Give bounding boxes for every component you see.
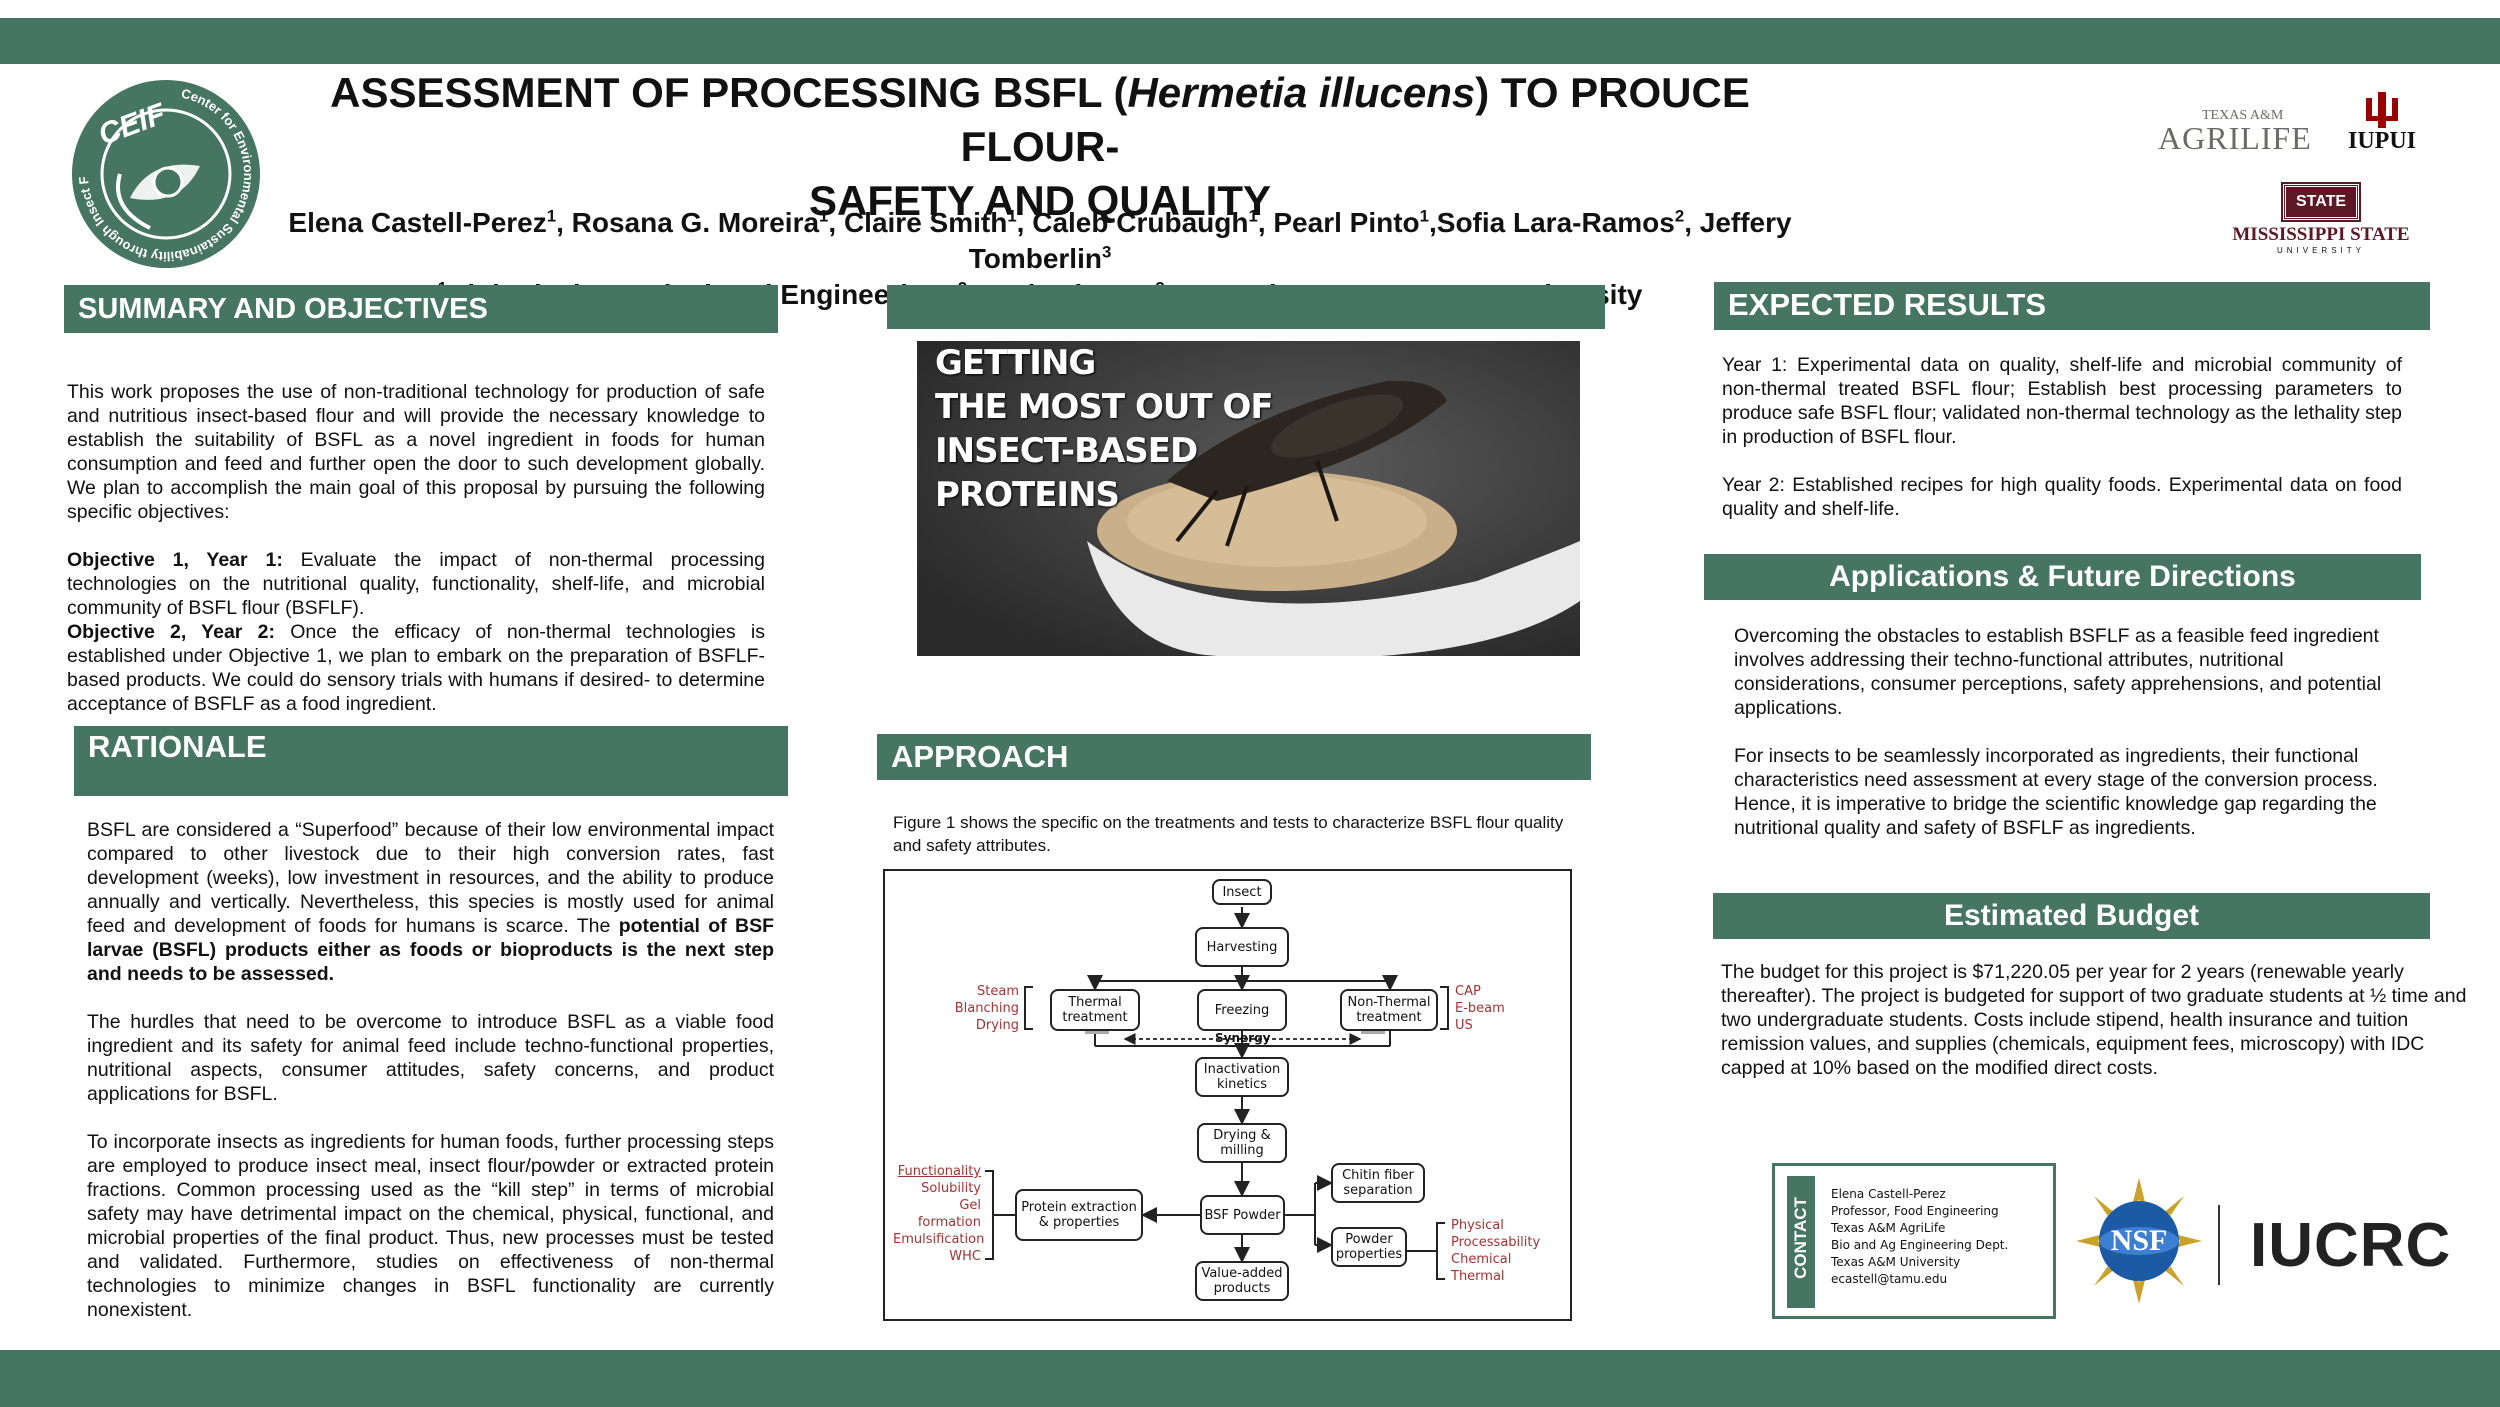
- banner-text: GETTING THE MOST OUT OF INSECT-BASED PRO…: [935, 343, 1274, 515]
- fc-inactivation: Inactivation kinetics: [1195, 1057, 1289, 1097]
- figure-caption: Figure 1 shows the specific on the treat…: [893, 813, 1564, 855]
- rationale-heading: RATIONALE: [74, 726, 788, 796]
- fc-insect: Insect: [1212, 879, 1272, 905]
- fc-drying: Drying & milling: [1197, 1123, 1287, 1163]
- applications-p1: Overcoming the obstacles to establish BS…: [1734, 625, 2382, 719]
- contact-label: CONTACT: [1791, 1197, 1810, 1279]
- fc-bsf-powder: BSF Powder: [1200, 1195, 1285, 1235]
- center-top-banner: [887, 285, 1605, 329]
- results-body: Year 1: Experimental data on quality, sh…: [1722, 353, 2402, 521]
- applications-body: Overcoming the obstacles to establish BS…: [1734, 624, 2414, 840]
- process-flowchart: Insect Harvesting Thermal treatment Free…: [883, 869, 1572, 1321]
- objective-1: Objective 1, Year 1: Evaluate the impact…: [67, 549, 765, 619]
- fc-nonthermal: Non-Thermal treatment: [1340, 989, 1438, 1031]
- rationale-body: BSFL are considered a “Superfood” becaus…: [87, 818, 774, 1322]
- applications-heading: Applications & Future Directions: [1704, 554, 2421, 600]
- approach-heading: APPROACH: [877, 734, 1591, 780]
- summary-intro: This work proposes the use of non-tradit…: [67, 381, 765, 523]
- budget-heading: Estimated Budget: [1713, 893, 2430, 939]
- nsf-logo: NSF: [2074, 1176, 2204, 1306]
- contact-card: CONTACT Elena Castell-Perez Professor, F…: [1772, 1163, 2056, 1319]
- rationale-p1: BSFL are considered a “Superfood” becaus…: [87, 819, 774, 985]
- fc-chitin: Chitin fiber separation: [1331, 1163, 1425, 1203]
- fc-value-added: Value-added products: [1195, 1261, 1289, 1301]
- bottom-band: [0, 1350, 2500, 1407]
- summary-body: This work proposes the use of non-tradit…: [67, 380, 765, 716]
- fc-powder-properties: Powder properties: [1331, 1227, 1407, 1267]
- fc-thermal: Thermal treatment: [1050, 989, 1140, 1031]
- ceif-logo: Center for Environmental Sustainability …: [64, 66, 262, 270]
- tamu-agrilife-logo: TEXAS A&M AGRILIFE: [2158, 108, 2312, 156]
- fc-harvesting: Harvesting: [1195, 927, 1289, 967]
- iucrc-logo: IUCRC: [2250, 1211, 2452, 1280]
- results-year1: Year 1: Experimental data on quality, sh…: [1722, 354, 2403, 448]
- results-year2: Year 2: Established recipes for high qua…: [1722, 474, 2402, 520]
- applications-p2: For insects to be seamlessly incorporate…: [1734, 745, 2378, 839]
- rationale-p3: To incorporate insects as ingredients fo…: [87, 1131, 774, 1321]
- budget-body: The budget for this project is $71,220.0…: [1721, 961, 2467, 1079]
- fc-synergy: Synergy: [1215, 1031, 1271, 1045]
- poster-title: ASSESSMENT OF PROCESSING BSFL (Hermetia …: [330, 69, 1750, 224]
- contact-details: Elena Castell-Perez Professor, Food Engi…: [1831, 1187, 2009, 1286]
- results-heading: EXPECTED RESULTS: [1714, 282, 2430, 330]
- iupui-logo: IUPUI: [2340, 92, 2424, 156]
- msstate-logo: STATE MISSISSIPPI STATE UNIVERSITY: [2226, 182, 2416, 264]
- fc-freezing: Freezing: [1197, 989, 1287, 1031]
- summary-heading: SUMMARY AND OBJECTIVES: [64, 285, 778, 333]
- contact-label-strip: CONTACT: [1787, 1176, 1815, 1308]
- top-band: [0, 18, 2500, 64]
- rationale-p2: The hurdles that need to be overcome to …: [87, 1011, 774, 1105]
- insect-protein-image: GETTING THE MOST OUT OF INSECT-BASED PRO…: [917, 341, 1580, 656]
- logo-divider: [2218, 1205, 2220, 1285]
- fc-protein: Protein extraction & properties: [1015, 1189, 1143, 1241]
- objective-2: Objective 2, Year 2: Once the efficacy o…: [67, 621, 765, 715]
